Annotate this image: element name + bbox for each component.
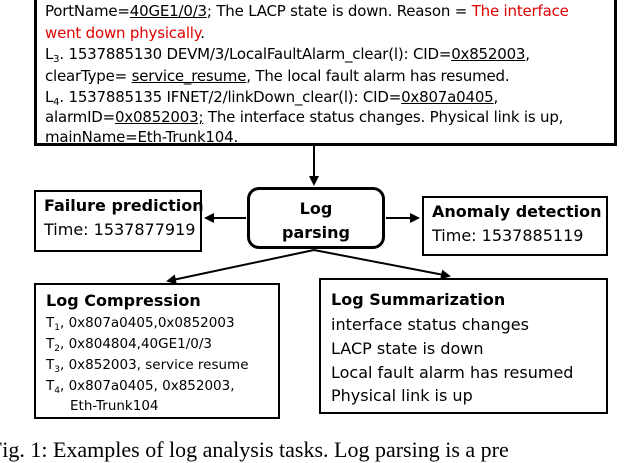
log-line-2: went down physically.	[45, 24, 205, 42]
log-text-box: PortName=40GE1/0/3; The LACP state is do…	[34, 0, 617, 146]
compression-row: T2, 0x804804,40GE1/0/3	[46, 336, 213, 354]
clear-type-value: service_resume	[131, 67, 247, 85]
log-line-l3: L3. 1537885130 DEVM/3/LocalFaultAlarm_cl…	[45, 45, 530, 65]
log-compression-title: Log Compression	[46, 291, 201, 310]
summary-line: Local fault alarm has resumed	[331, 363, 574, 382]
log-parsing-box: Log parsing	[247, 187, 385, 249]
compression-row-continuation: Eth-Trunk104	[70, 398, 159, 414]
log-line-4: clearType= service_resume, The local fau…	[45, 67, 510, 85]
log-summarization-title: Log Summarization	[331, 290, 506, 309]
log-parsing-line2: parsing	[282, 223, 350, 242]
failure-prediction-box: Failure prediction Time: 1537877919	[34, 190, 204, 252]
alarm-id-value: 0x0852003;	[115, 108, 204, 126]
port-name: 40GE1/0/3	[129, 2, 207, 20]
failure-prediction-title: Failure prediction	[44, 196, 204, 215]
figure-caption: Fig. 1: Examples of log analysis tasks. …	[0, 437, 509, 462]
compression-row: T4, 0x807a0405, 0x852003,	[46, 378, 235, 396]
main-name-value: Eth-Trunk104	[137, 128, 234, 146]
log-line-1: PortName=40GE1/0/3; The LACP state is do…	[45, 2, 569, 20]
log-summarization-box: Log Summarization interface status chang…	[319, 278, 608, 414]
compression-row: T1, 0x807a0405,0x0852003	[46, 315, 235, 333]
anomaly-detection-title: Anomaly detection	[432, 202, 602, 221]
compression-row: T3, 0x852003, service resume	[46, 357, 249, 375]
log-line-l4: L4. 1537885135 IFNET/2/linkDown_clear(l)…	[45, 88, 499, 108]
anomaly-detection-time: Time: 1537885119	[432, 226, 584, 245]
summary-line: Physical link is up	[331, 386, 473, 405]
cid-value: 0x807a0405	[401, 88, 494, 106]
log-line-7: mainName=Eth-Trunk104.	[45, 128, 239, 146]
reason-text: The interface	[471, 2, 569, 20]
log-compression-box: Log Compression T1, 0x807a0405,0x0852003…	[34, 283, 280, 419]
cid-value: 0x852003	[451, 45, 526, 63]
arrow-parsing-to-compression	[166, 249, 315, 285]
summary-line: interface status changes	[331, 315, 529, 334]
log-parsing-line1: Log	[299, 199, 333, 218]
log-line-6: alarmID=0x0852003; The interface status …	[45, 108, 564, 126]
arrow-parsing-to-summarization	[313, 249, 451, 280]
failure-prediction-time: Time: 1537877919	[44, 220, 196, 239]
summary-line: LACP state is down	[331, 339, 484, 358]
anomaly-detection-box: Anomaly detection Time: 1537885119	[422, 196, 608, 256]
